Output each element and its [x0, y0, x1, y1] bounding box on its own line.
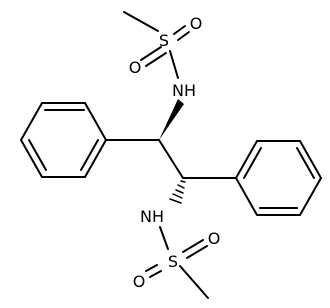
atom-n-bottom: NH	[140, 207, 164, 226]
bond-s-o-left-top-b	[145, 52, 167, 67]
bond-ch3-s-top	[123, 11, 159, 32]
hash-bond-c2-n	[169, 180, 186, 204]
right-phenyl-double-1	[243, 147, 262, 179]
atom-o-top-right: O	[190, 14, 203, 33]
bond-s-o-right-top-b	[177, 31, 190, 41]
bond-s-ch3-bottom	[179, 265, 209, 299]
atom-o-top-left: O	[129, 58, 142, 77]
left-phenyl-hexagon	[19, 102, 108, 178]
bond-s-o-right-bottom-b	[186, 245, 208, 259]
left-phenyl-ring	[19, 102, 108, 178]
right-phenyl-ring	[234, 140, 323, 216]
bond-n-s-bottom	[159, 226, 169, 250]
bond-s-o-right-top-a	[173, 25, 186, 35]
right-phenyl-double-2	[296, 147, 315, 179]
left-phenyl-double-2	[28, 139, 47, 171]
bond-s-n-top	[169, 50, 179, 79]
atom-s-top: S	[159, 31, 169, 50]
top-mesyl-group	[123, 11, 190, 79]
wedge-bond-c1-n	[159, 99, 184, 140]
lower-stereocenter	[169, 177, 237, 204]
upper-stereocenter	[105, 99, 184, 179]
bottom-mesyl-group	[145, 226, 209, 299]
bond-s-o-left-bottom-b	[149, 270, 162, 278]
atom-o-bottom-right: O	[208, 229, 221, 248]
right-phenyl-hexagon	[234, 140, 323, 216]
atom-s-bottom: S	[168, 252, 178, 271]
left-phenyl-double-3	[80, 139, 99, 171]
bond-s-o-left-bottom-a	[145, 264, 158, 272]
bond-s-o-right-bottom-a	[182, 239, 204, 253]
atom-o-bottom-left: O	[133, 272, 146, 291]
atom-n-top: NH	[172, 81, 196, 100]
bond-c1-c2	[158, 139, 184, 179]
bond-s-o-left-top-a	[140, 46, 162, 61]
